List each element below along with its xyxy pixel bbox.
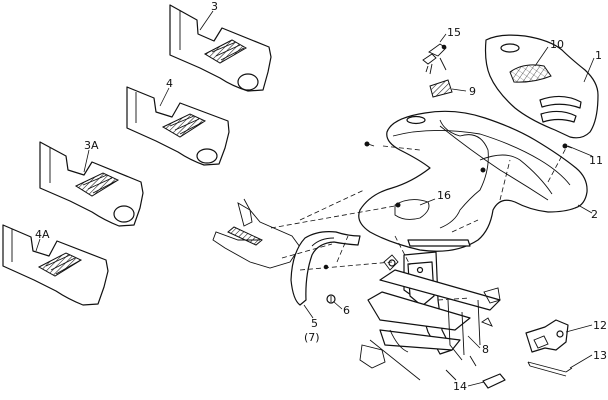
strap-14[interactable] xyxy=(482,373,506,389)
screw-left xyxy=(364,141,375,147)
callout-7: (7) xyxy=(304,331,320,344)
callout-13: 13 xyxy=(593,349,607,362)
callout-3a: 3A xyxy=(84,139,99,152)
callout-2: 2 xyxy=(591,208,598,221)
callout-4a: 4A xyxy=(35,228,50,241)
callout-14: 14 xyxy=(453,380,467,393)
callout-15: 15 xyxy=(447,26,461,39)
side-panel-3a[interactable] xyxy=(39,141,144,227)
callout-5: 5 xyxy=(311,317,318,330)
frame-8[interactable] xyxy=(359,239,501,381)
callout-8: 8 xyxy=(482,343,489,356)
side-panel-4a[interactable] xyxy=(2,224,109,306)
footrest-bracket xyxy=(212,198,301,269)
callout-11: 11 xyxy=(589,154,603,167)
callout-1: 1 xyxy=(595,49,602,62)
callout-6: 6 xyxy=(343,304,350,317)
side-panel-4[interactable] xyxy=(126,86,230,166)
callout-10: 10 xyxy=(550,38,564,51)
leader-lines xyxy=(35,10,595,387)
clip-part-15[interactable] xyxy=(422,43,447,75)
tank-cover-1[interactable] xyxy=(484,34,599,139)
callout-9: 9 xyxy=(469,85,476,98)
mudguard-bracket-5[interactable] xyxy=(290,231,361,306)
front-fender-2[interactable] xyxy=(358,110,588,252)
reflector-plate-9[interactable] xyxy=(429,79,453,98)
assembly-guide-lines xyxy=(270,145,567,301)
callout-12: 12 xyxy=(593,319,607,332)
nut-6[interactable] xyxy=(326,294,336,304)
rod-13[interactable] xyxy=(527,361,573,377)
callout-16: 16 xyxy=(437,189,451,202)
bracket-12[interactable] xyxy=(525,319,569,353)
callout-4: 4 xyxy=(166,77,173,90)
callout-3: 3 xyxy=(211,0,218,13)
side-panel-3[interactable] xyxy=(169,4,272,92)
